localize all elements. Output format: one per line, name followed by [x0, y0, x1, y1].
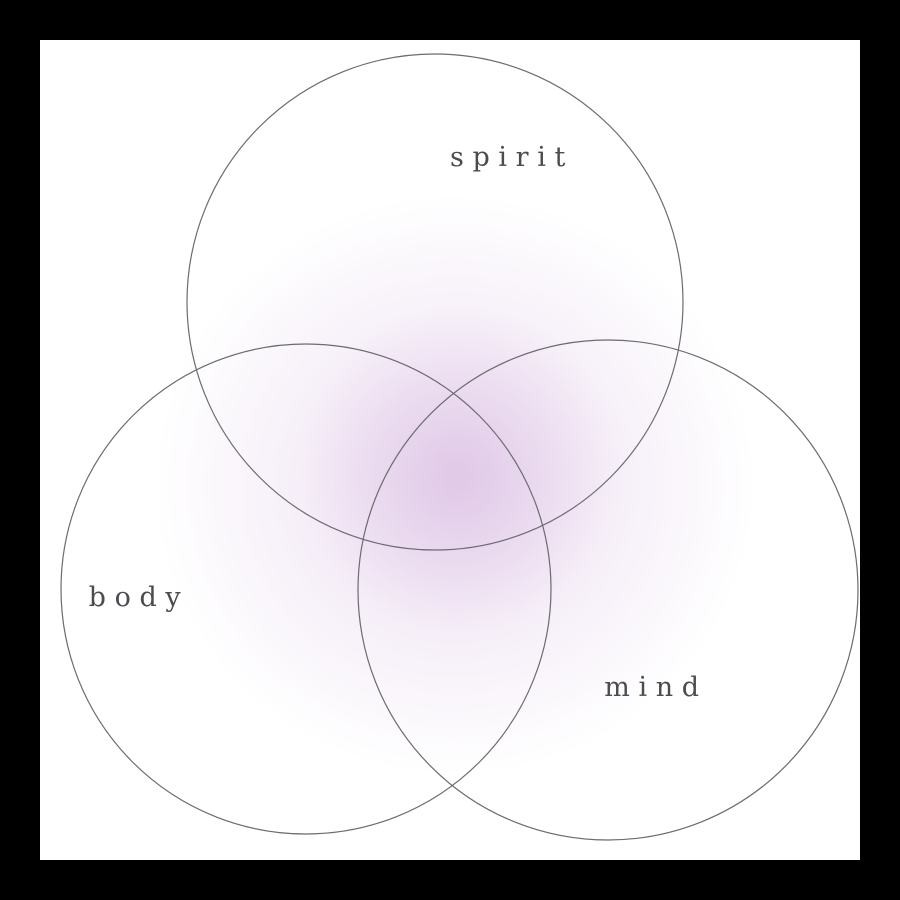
label-spirit: spirit [450, 142, 574, 173]
diagram-canvas: spirit body mind [40, 40, 860, 860]
venn-diagram-svg: spirit body mind [60, 53, 859, 841]
venn-circle-mind [357, 339, 859, 841]
center-glow-core [300, 305, 620, 635]
label-body: body [89, 582, 190, 613]
venn-circle-spirit [186, 53, 684, 551]
label-mind: mind [604, 672, 707, 703]
venn-circle-body [60, 343, 552, 835]
